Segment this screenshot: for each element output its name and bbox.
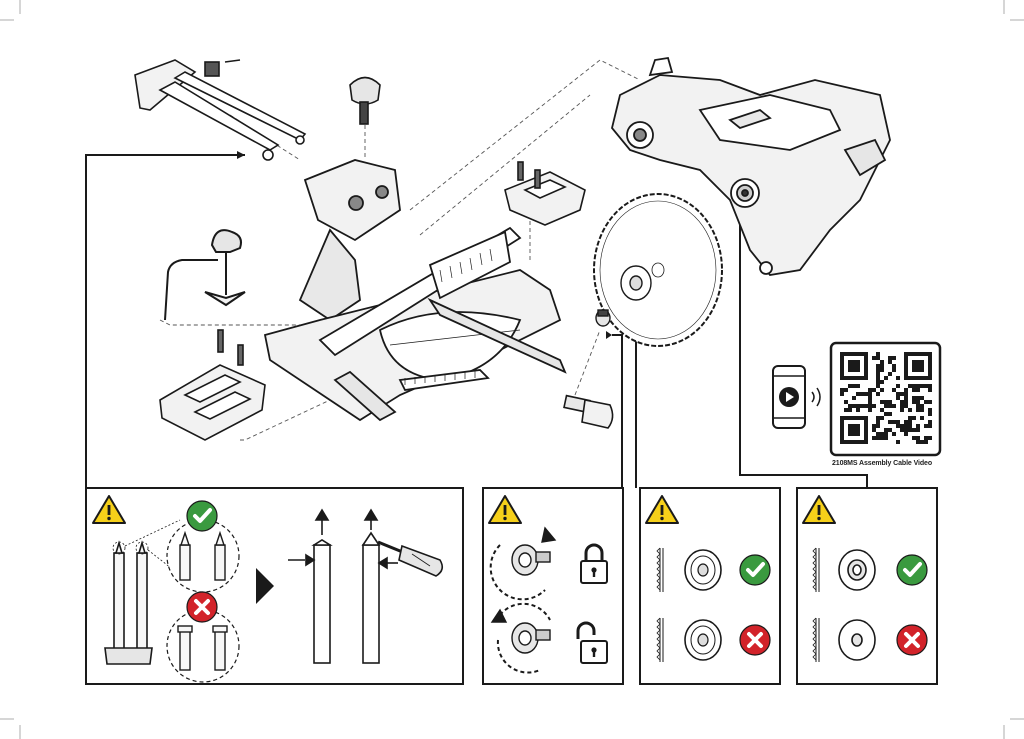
smartphone-play-icon [772,365,821,429]
miter-lock-handle [563,394,614,429]
lock-knob [349,76,381,125]
outer-flange-correct [838,549,876,591]
check-circle-icon [895,553,929,587]
saw-blade [593,193,723,347]
panel-outer-flange [796,487,938,685]
side-support-extension [134,59,307,161]
panel-inner-flange [639,487,781,685]
check-circle-icon [185,499,219,533]
panel-bolt-lock [482,487,624,685]
qr-caption: 2108MS Assembly Cable Video [831,460,932,467]
hold-down-clamp [164,229,246,321]
saw-base [263,159,567,422]
qr-code[interactable] [829,341,942,457]
mounting-foot-left [159,329,266,441]
mounting-foot-right [504,161,586,226]
saw-head-unit [611,56,891,276]
flange-incorrect [684,619,722,661]
x-circle-icon [738,623,772,657]
screwdriver-icon [377,540,444,577]
blade-bolt [595,309,611,327]
flange-correct [684,549,722,591]
x-circle-icon [895,623,929,657]
panel-rail-check [85,487,464,685]
next-step-arrow [256,568,274,604]
outer-flange-incorrect [838,619,876,661]
x-circle-icon [185,590,219,624]
check-circle-icon [738,553,772,587]
